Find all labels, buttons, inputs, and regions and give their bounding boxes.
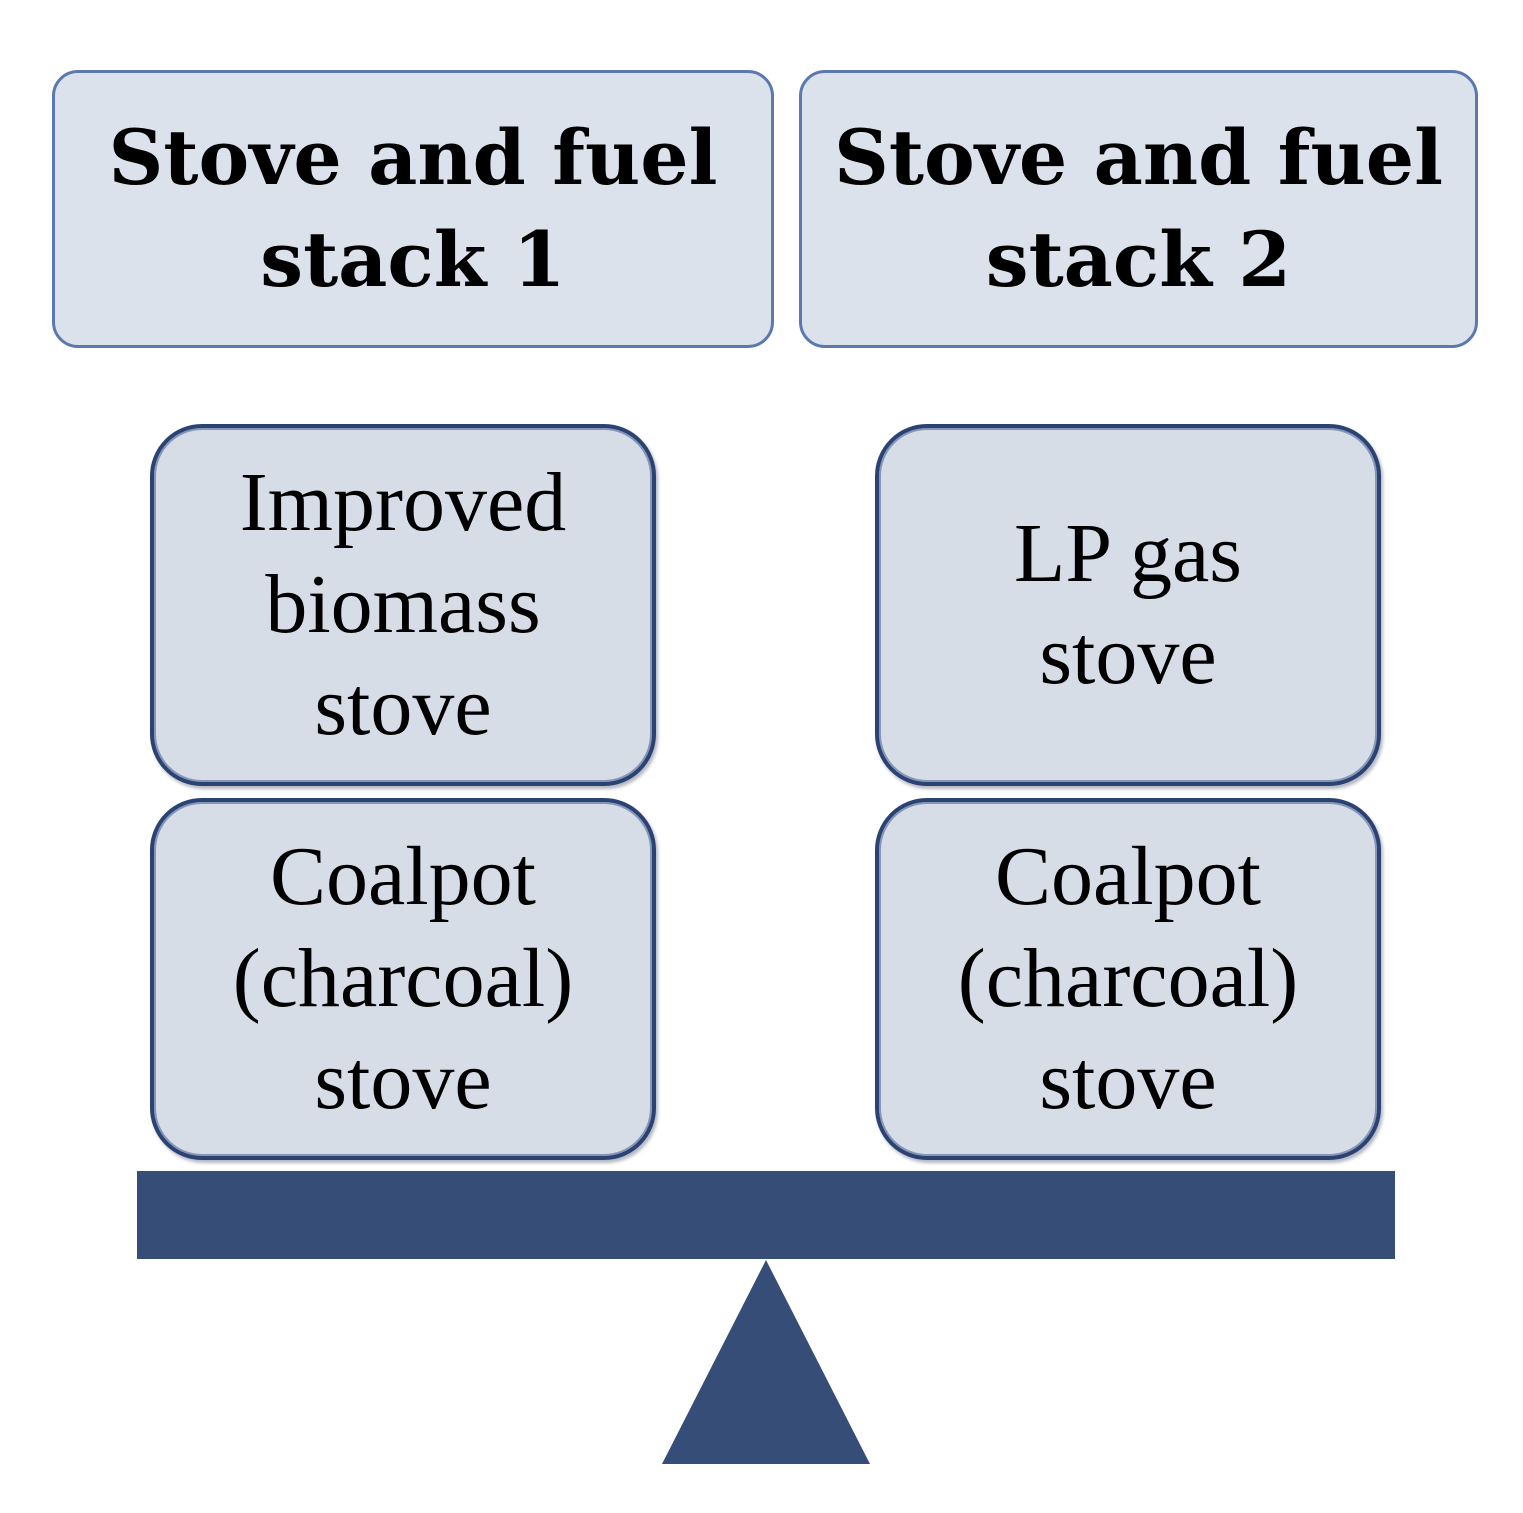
fulcrum-triangle <box>662 1260 870 1464</box>
stack-1-improved-biomass-stove-box: Improved biomass stove <box>150 424 656 786</box>
stack-2-lp-gas-stove-box: LP gas stove <box>875 424 1381 786</box>
stack-2-top-line-2: stove <box>1039 609 1217 702</box>
stack-1-top-line-3: stove <box>314 660 492 753</box>
stack-2-coalpot-stove-box: Coalpot (charcoal) stove <box>875 798 1381 1160</box>
stack-2-header: Stove and fuel stack 2 <box>799 70 1478 348</box>
stack-1-top-line-2: biomass <box>265 558 541 651</box>
stack-2-bottom-line-1: Coalpot <box>995 830 1261 923</box>
balance-beam <box>137 1171 1395 1259</box>
stack-1-header-line-2: stack 1 <box>260 215 566 304</box>
stack-2-top-line-1: LP gas <box>1014 507 1242 600</box>
stack-2-bottom-line-2: (charcoal) <box>957 932 1299 1025</box>
stack-1-bottom-line-3: stove <box>314 1034 492 1127</box>
stack-1-coalpot-stove-box: Coalpot (charcoal) stove <box>150 798 656 1160</box>
fulcrum-shape <box>662 1260 870 1464</box>
stack-2-header-line-2: stack 2 <box>985 215 1292 304</box>
stack-1-header: Stove and fuel stack 1 <box>52 70 774 348</box>
stack-2-header-line-1: Stove and fuel <box>834 113 1443 202</box>
stack-1-bottom-line-2: (charcoal) <box>232 932 574 1025</box>
stack-1-bottom-line-1: Coalpot <box>270 830 536 923</box>
stack-1-top-line-1: Improved <box>239 456 567 549</box>
stack-1-header-line-1: Stove and fuel <box>108 113 718 202</box>
stack-2-bottom-line-3: stove <box>1039 1034 1217 1127</box>
